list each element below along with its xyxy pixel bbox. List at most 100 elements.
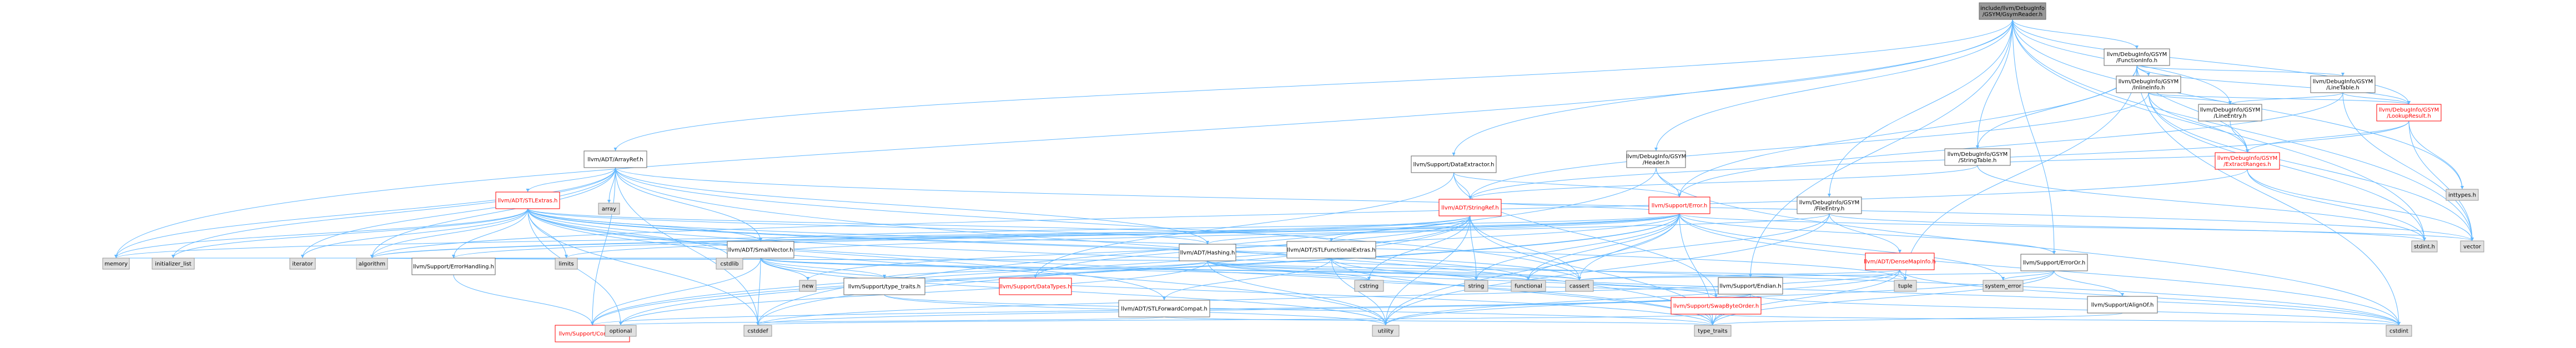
node-label: /StringTable.h [1959,158,1997,164]
node-label: /LineEntry.h [2214,113,2247,119]
node-lineentry[interactable]: llvm/DebugInfo/GSYM/LineEntry.h [2198,104,2262,122]
node-smallvector[interactable]: llvm/ADT/SmallVector.h [727,241,794,259]
node-box [2446,189,2479,201]
node-algorithm: algorithm [356,258,388,270]
edge-arrowhead [2052,251,2056,254]
dependency-edge-lookupresult-to-inttypes [2408,120,2463,190]
node-box [1894,280,1917,292]
node-box [2116,75,2181,93]
dependency-edge-inlineinfo-to-extractranges [2148,92,2248,153]
node-stringref[interactable]: llvm/ADT/StringRef.h [1438,199,1502,216]
node-fileentry[interactable]: llvm/DebugInfo/GSYM/FileEntry.h [1797,196,1862,214]
node-box [555,258,578,270]
node-label: llvm/ADT/STLExtras.h [498,198,558,204]
dependency-edge-root-to-stringtable [1977,19,2013,149]
dependency-edge-swapbyteorder-to-cstddef [757,314,1717,326]
dependency-edge-fileentry-to-stdint [1829,213,2425,241]
edge-arrowhead [172,255,175,258]
node-label: /Header.h [1643,160,1669,166]
node-hashing[interactable]: llvm/ADT/Hashing.h [1179,244,1236,261]
dependency-edge-arrayref-to-stlextras [527,167,616,193]
node-box [1648,196,1710,214]
node-lookupresult[interactable]: llvm/DebugInfo/GSYM/LookupResult.h [2376,104,2442,122]
node-box [1565,280,1594,292]
node-label: include/llvm/DebugInfo [1980,6,2045,12]
node-box [843,278,925,295]
node-endian[interactable]: llvm/Support/Endian.h [1718,277,1783,295]
node-arrayref[interactable]: llvm/ADT/ArrayRef.h [583,150,647,168]
dependency-edge-errorhandling-to-compiler [453,274,593,326]
dependency-edge-stringref-to-algorithm [371,215,1471,259]
dependency-edge-stlextras-to-cstdlib [527,208,730,259]
dependency-edge-smallvector-to-compiler [592,258,761,326]
dependency-edge-stlextras-to-cassert [527,208,1580,281]
node-errorhandling[interactable]: llvm/Support/ErrorHandling.h [411,258,496,275]
node-label: llvm/DebugInfo/GSYM [2200,107,2261,113]
dependency-edge-hashing-to-utility [1207,260,1386,326]
dependency-edge-hashing-to-cassert [1207,260,1580,281]
node-alignof[interactable]: llvm/Support/AlignOf.h [2087,296,2158,314]
node-swapbyteorder[interactable]: llvm/Support/SwapByteOrder.h [1671,297,1762,315]
node-erroror[interactable]: llvm/Support/ErrorOr.h [2020,254,2088,271]
dependency-edge-smallvector-to-type_traits [760,258,1713,326]
node-label: llvm/ADT/STLFunctionalExtras.h [1287,248,1375,254]
edge-arrowhead [1163,297,1166,300]
edge-arrowhead [2341,73,2344,76]
node-label: cstdlib [721,261,739,268]
edge-arrowhead [565,255,568,258]
dependency-edge-endian-to-swapbyteorder [1715,294,1751,298]
dependency-edge-typetraits_llvm-to-type_traits [884,294,1713,326]
node-box [583,150,647,168]
node-linetable[interactable]: llvm/DebugInfo/GSYM/LineTable.h [2310,75,2376,93]
node-label: /FunctionInfo.h [2116,58,2157,64]
node-utility: utility [1372,325,1400,337]
dependency-edge-arrayref-to-iterator [302,167,616,259]
node-box [1979,2,2046,20]
node-label: /FileEntry.h [1814,206,1845,212]
node-densemapinfo[interactable]: llvm/ADT/DenseMapInfo.h [1864,253,1936,270]
dependency-edge-hashing-to-cstring [1207,260,1370,281]
node-box [1797,196,1862,214]
edge-arrowhead [2121,293,2124,296]
dependency-edge-inlineinfo-to-stringref [1470,92,2149,200]
node-box [1671,297,1762,315]
node-box [1983,280,2024,292]
dependency-edge-stringtable-to-stdint [1977,165,2425,241]
dependency-edge-alignof-to-type_traits [1712,312,2123,326]
dependency-edge-root-to-arrayref [615,19,2013,152]
dependency-edge-extractranges-to-vector [2247,169,2473,241]
node-box [1411,155,1497,173]
dependency-edge-linetable-to-lookupresult [2342,92,2409,105]
dependency-edge-arrayref-to-memory [115,167,616,259]
dependency-edge-header-to-cstdint [1656,167,2399,326]
node-stlforwardcompat[interactable]: llvm/ADT/STLForwardCompat.h [1118,300,1210,317]
dependency-edge-arrayref-to-vector [615,167,2473,241]
dependency-edge-stlextras-to-memory [115,208,528,259]
node-typetraits_llvm[interactable]: llvm/Support/type_traits.h [843,278,925,295]
node-stlextras[interactable]: llvm/ADT/STLExtras.h [495,191,560,209]
edge-arrowhead [591,322,594,325]
node-stlfunctionalextras[interactable]: llvm/ADT/STLFunctionalExtras.h [1286,241,1376,259]
node-box [1511,280,1546,292]
node-box [2376,104,2442,122]
edge-arrowhead [1904,277,1907,280]
node-functional: functional [1511,280,1546,292]
dependency-edge-error-to-errorhandling [453,213,1680,259]
node-extractranges[interactable]: llvm/DebugInfo/GSYM/ExtractRanges.h [2215,152,2280,170]
node-functioninfo[interactable]: llvm/DebugInfo/GSYM/FunctionInfo.h [2104,48,2170,66]
node-inlineinfo[interactable]: llvm/DebugInfo/GSYM/InlineInfo.h [2116,75,2181,93]
node-label: llvm/ADT/Hashing.h [1180,250,1235,256]
node-tuple: tuple [1894,280,1917,292]
node-root[interactable]: include/llvm/DebugInfo/GSYM/GsymReader.h [1979,2,2046,20]
node-dataextractor[interactable]: llvm/Support/DataExtractor.h [1411,155,1497,173]
dependency-edge-stlextras-to-stlforwardcompat [527,208,1165,301]
node-error[interactable]: llvm/Support/Error.h [1648,196,1710,214]
dependency-edge-stlextras-to-algorithm [371,208,528,259]
node-stringtable[interactable]: llvm/DebugInfo/GSYM/StringTable.h [1944,148,2011,166]
node-datatypes[interactable]: llvm/Support/DataTypes.h [999,278,1072,295]
node-header[interactable]: llvm/DebugInfo/GSYM/Header.h [1626,150,1687,168]
edge-arrowhead [1654,148,1658,151]
node-label: llvm/DebugInfo/GSYM [1799,200,1860,206]
node-label: type_traits [1698,329,1727,335]
edge-arrowhead [2147,73,2150,76]
